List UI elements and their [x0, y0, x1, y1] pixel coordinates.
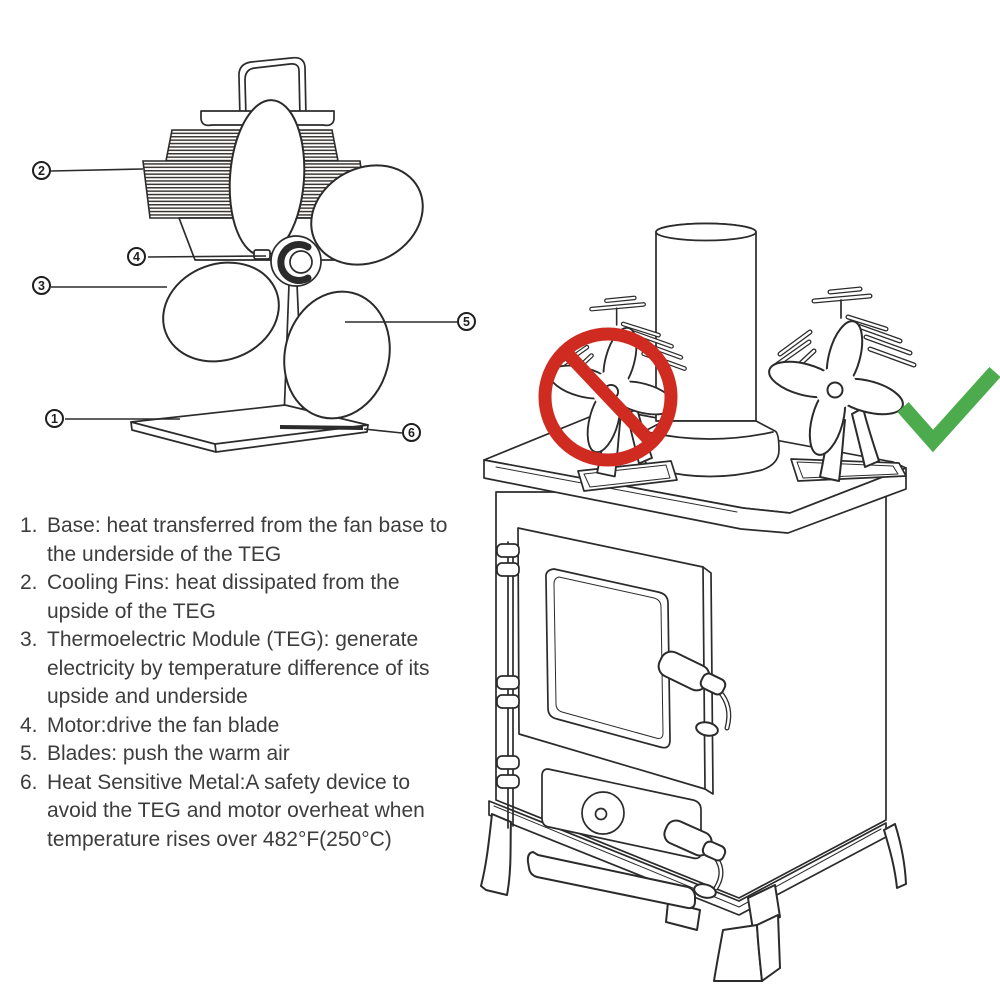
stove-leg-rear-right: [883, 823, 907, 889]
item-text: Thermoelectric Module (TEG): generate el…: [47, 628, 430, 708]
prohibition-icon: [538, 327, 678, 467]
stove-illustration: [480, 222, 907, 982]
item-number: 5.: [20, 742, 38, 765]
item-number: 1.: [20, 514, 38, 537]
door-hinges: [496, 541, 520, 829]
parts-list-item: 1. Base: heat transferred from the fan b…: [20, 512, 464, 569]
item-number: 3.: [20, 628, 38, 651]
item-text: Blades: push the warm air: [47, 742, 290, 765]
callout-1: 1: [45, 409, 64, 428]
callout-5: 5: [457, 312, 476, 331]
item-number: 2.: [20, 571, 38, 594]
item-text: Motor:drive the fan blade: [47, 713, 280, 737]
leader-line-4: [147, 255, 267, 258]
fan-blade-bottom: [283, 290, 391, 420]
parts-list-item: 2. Cooling Fins: heat dissipated from th…: [20, 569, 464, 626]
callout-6: 6: [402, 423, 421, 442]
item-number: 4.: [20, 713, 38, 737]
stove-apron: [526, 851, 696, 910]
parts-list-item: 4. Motor:drive the fan blade: [20, 712, 464, 741]
fan-blade-right: [310, 164, 424, 266]
item-text: Cooling Fins: heat dissipated from the u…: [47, 571, 400, 623]
leader-line-6: [363, 428, 403, 434]
item-number: 6.: [20, 770, 38, 794]
stove-door-window: [545, 568, 671, 749]
parts-list-item: 5. Blades: push the warm air: [20, 740, 464, 769]
stove-leg-front-center: [713, 924, 763, 982]
leader-line-2: [50, 168, 144, 172]
item-text: Heat Sensitive Metal:A safety device to …: [47, 770, 425, 851]
fan-handle: [238, 56, 307, 119]
fan-blade-left: [162, 261, 280, 363]
stove-leg-front-left: [480, 813, 512, 896]
callout-3: 3: [32, 276, 51, 295]
parts-list: 1. Base: heat transferred from the fan b…: [20, 512, 464, 854]
drawer-handle: [663, 819, 727, 899]
item-text: Base: heat transferred from the fan base…: [47, 514, 448, 566]
callout-leader-lines: [50, 168, 457, 434]
callout-4: 4: [127, 247, 146, 266]
callout-2: 2: [32, 161, 51, 180]
drawer-knob: [581, 791, 625, 835]
parts-list-item: 6. Heat Sensitive Metal:A safety device …: [20, 769, 464, 855]
door-handle: [657, 650, 732, 737]
checkmark-icon: [897, 366, 1000, 453]
heat-sensitive-metal-strip: [279, 425, 364, 430]
fan-parts-diagram: [130, 56, 424, 453]
parts-list-item: 3. Thermoelectric Module (TEG): generate…: [20, 626, 464, 712]
